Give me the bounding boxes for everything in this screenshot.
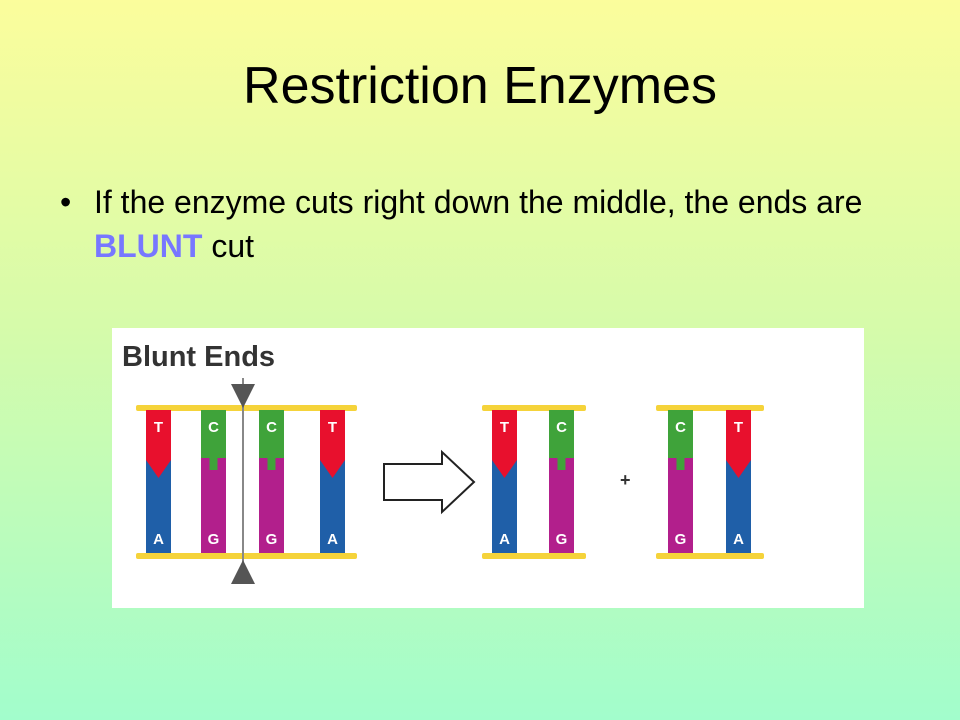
fragment-2-label-bottom-0: G — [675, 531, 687, 548]
fragment-2-backbone-top — [656, 405, 764, 411]
left-strand-label-top-1: C — [208, 419, 219, 436]
fragment-1-backbone-top — [482, 405, 586, 411]
fragment-2-base-0-C — [668, 410, 693, 470]
diagram-heading: Blunt Ends — [122, 341, 275, 373]
cut-marker — [231, 378, 255, 584]
fragment-1-base-1-C — [549, 410, 574, 470]
left-strand-label-bottom-1: G — [208, 531, 220, 548]
slide-title: Restriction Enzymes — [243, 57, 717, 115]
bullet-text-start: If the enzyme cuts right down the middle… — [94, 184, 863, 220]
fragment-1-label-bottom-1: G — [556, 531, 568, 548]
fragment-1-backbone-bottom — [482, 553, 586, 559]
left-strand-label-top-2: C — [266, 419, 277, 436]
fragment-1-base-0-T — [492, 410, 517, 478]
left-strand-label-bottom-3: A — [327, 531, 338, 548]
cut-marker-bottom-triangle — [231, 560, 255, 584]
left-strand-backbone-bottom — [136, 553, 357, 559]
left-strand-label-top-0: T — [154, 419, 163, 436]
bullet-text-end: cut — [202, 228, 254, 264]
left-strand-label-bottom-0: A — [153, 531, 164, 548]
left-strand-backbone-top — [136, 405, 357, 411]
left-strand-label-top-3: T — [328, 419, 337, 436]
left-strand-base-1-C — [201, 410, 226, 470]
fragment-1-label-bottom-0: A — [499, 531, 510, 548]
right-arrow-icon — [383, 449, 476, 515]
plus-sign: + — [620, 470, 631, 490]
fragment-1-label-top-0: T — [500, 419, 509, 436]
fragment-1-label-top-1: C — [556, 419, 567, 436]
fragment-2-label-top-0: C — [675, 419, 686, 436]
left-strand-base-2-C — [259, 410, 284, 470]
bullet-point: • If the enzyme cuts right down the midd… — [60, 180, 880, 268]
left-strand-base-0-T — [146, 410, 171, 478]
left-strand-label-bottom-2: G — [266, 531, 278, 548]
fragment-2-backbone-bottom — [656, 553, 764, 559]
cut-marker-top-triangle — [231, 384, 255, 408]
fragment-2-label-top-1: T — [734, 419, 743, 436]
fragment-2-base-1-T — [726, 410, 751, 478]
bullet-highlight: BLUNT — [94, 228, 203, 264]
bullet-text: If the enzyme cuts right down the middle… — [94, 180, 880, 268]
blunt-ends-diagram: Blunt Ends + T A C G C G T A T A C G C G T A — [112, 328, 864, 608]
fragment-2-label-bottom-1: A — [733, 531, 744, 548]
left-strand-base-3-T — [320, 410, 345, 478]
bullet-dot: • — [60, 184, 72, 220]
diagram-canvas: Blunt Ends + T A C G C G T A T A C G C G T A — [122, 341, 764, 584]
